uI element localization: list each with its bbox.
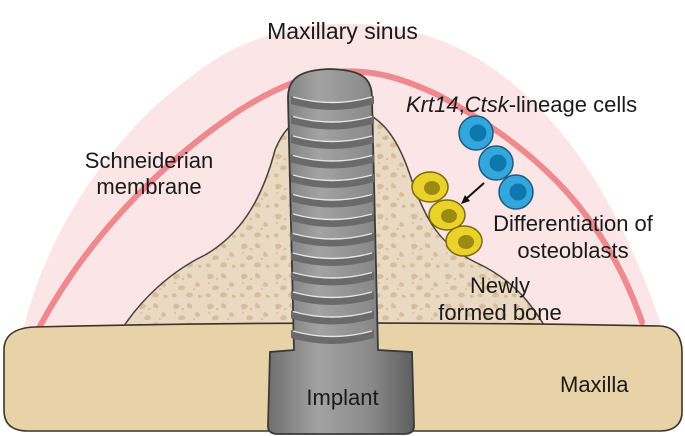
schneiderian-membrane-label-line2: membrane <box>96 174 202 199</box>
lineage-separator: , <box>458 92 465 117</box>
osteoblast-cell-2 <box>428 199 466 231</box>
implant-thread-highlight <box>292 330 373 338</box>
implant-thread-highlight <box>292 193 373 201</box>
implant-thread-highlight <box>292 232 373 240</box>
schneiderian-membrane-label: Schneiderian membrane <box>64 148 234 200</box>
implant-thread-highlight <box>292 252 373 260</box>
implant-thread-highlight <box>292 310 373 318</box>
implant-thread-highlight <box>292 154 373 162</box>
implant-thread-highlight <box>292 115 373 123</box>
differentiation-label: Differentiation of osteoblasts <box>468 210 678 264</box>
implant-threads <box>291 96 374 344</box>
schneiderian-membrane-label-line1: Schneiderian <box>84 148 214 173</box>
osteoblast-cell-3 <box>445 225 483 257</box>
osteoblast-cell-1 <box>411 171 449 203</box>
maxillary-sinus-label: Maxillary sinus <box>267 18 418 44</box>
arrow-down-left-icon <box>461 182 485 204</box>
ctsk-label: Ctsk <box>464 92 509 117</box>
lineage-cell-2 <box>478 145 514 181</box>
implant-thread-highlight <box>292 271 373 279</box>
differentiation-label-line2: osteoblasts <box>517 238 629 263</box>
newly-formed-bone-label: Newly formed bone <box>425 272 575 326</box>
implant-thread-highlight <box>292 96 373 104</box>
implant-label: Implant <box>306 385 379 410</box>
krt14-label: Krt14 <box>406 92 459 117</box>
maxilla-label: Maxilla <box>560 372 629 397</box>
differentiation-label-line1: Differentiation of <box>493 211 653 236</box>
lineage-suffix: -lineage cells <box>508 92 638 117</box>
newly-formed-bone-label-line1: Newly <box>470 273 530 298</box>
implant-thread-highlight <box>292 135 373 143</box>
implant-body <box>267 68 415 435</box>
lineage-cells-label: Krt14,Ctsk-lineage cells <box>406 92 637 118</box>
newly-formed-bone-label-line2: formed bone <box>438 300 562 325</box>
implant-thread-highlight <box>292 291 373 299</box>
lineage-cell-3 <box>498 174 534 210</box>
lineage-cell-1 <box>458 115 494 151</box>
osteoblast-cells <box>411 171 483 257</box>
implant-thread-highlight <box>292 213 373 221</box>
implant-thread-highlight <box>292 174 373 182</box>
krt14-ctsk-lineage-cells <box>458 115 534 210</box>
